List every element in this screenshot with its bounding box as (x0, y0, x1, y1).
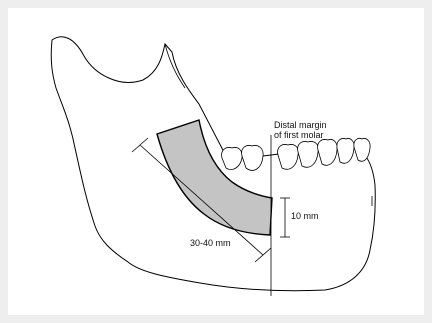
distal-margin-label-line2: of first molar (274, 130, 324, 140)
distal-margin-label-line1: Distal margin (274, 120, 327, 130)
length-label: 30-40 mm (190, 238, 231, 248)
height-label: 10 mm (291, 211, 319, 221)
